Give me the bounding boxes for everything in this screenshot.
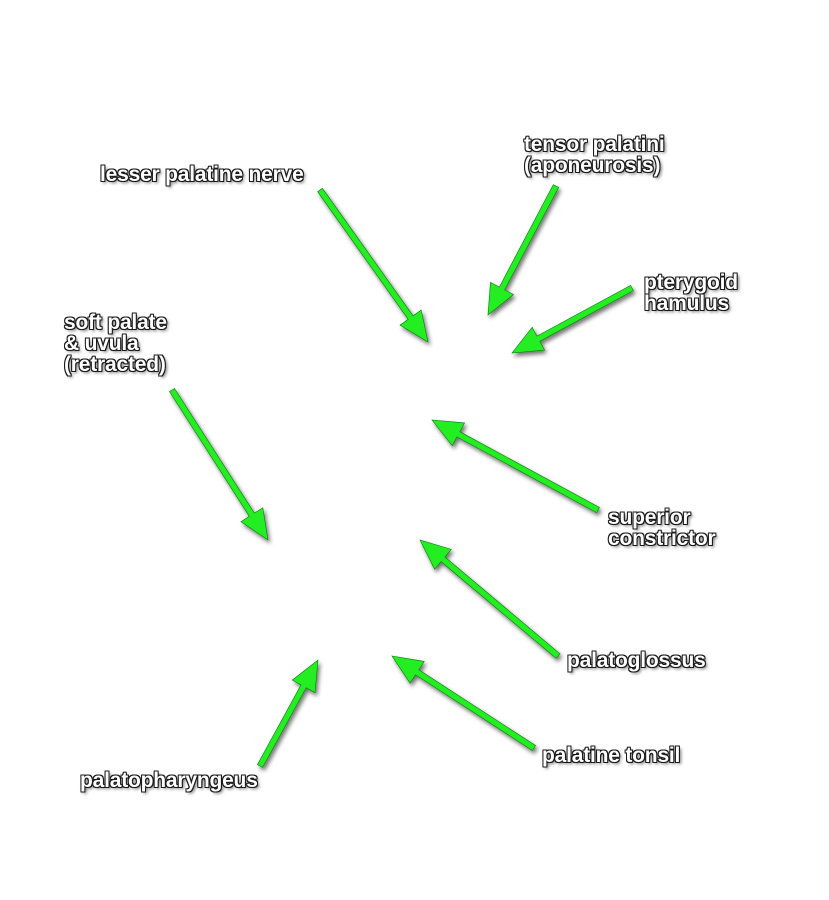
arrow-soft-palate-uvula (169, 387, 269, 541)
label-line: palatoglossus (567, 649, 706, 672)
label-soft-palate-uvula: soft palate & uvula (retracted) (64, 312, 167, 375)
label-palatoglossus: palatoglossus (567, 650, 706, 671)
label-line: (retracted) (64, 353, 166, 376)
label-line: pterygoid (644, 271, 738, 294)
arrow-palatine-tonsil (391, 655, 537, 751)
label-pterygoid-hamulus: pterygoid hamulus (644, 272, 738, 314)
arrow-lesser-palatine-nerve (317, 187, 429, 343)
label-line: hamulus (644, 292, 729, 315)
label-palatopharyngeus: palatopharyngeus (80, 770, 258, 791)
label-line: & uvula (64, 332, 139, 355)
label-lesser-palatine-nerve: lesser palatine nerve (100, 164, 304, 185)
label-line: (aponeurosis) (524, 154, 661, 177)
arrow-palatoglossus (419, 539, 561, 659)
label-line: constrictor (608, 527, 716, 550)
arrow-tensor-palatini (487, 184, 560, 316)
arrow-superior-constrictor (431, 419, 600, 514)
label-tensor-palatini: tensor palatini (aponeurosis) (524, 134, 665, 176)
label-superior-constrictor: superior constrictor (608, 507, 716, 549)
label-line: palatine tonsil (542, 744, 681, 767)
label-line: lesser palatine nerve (100, 163, 304, 186)
arrow-palatopharyngeus (256, 659, 319, 768)
label-line: soft palate (64, 311, 167, 334)
label-line: superior (608, 506, 691, 529)
label-line: tensor palatini (524, 133, 665, 156)
arrow-pterygoid-hamulus (511, 284, 634, 354)
label-line: palatopharyngeus (80, 769, 258, 792)
label-palatine-tonsil: palatine tonsil (542, 745, 680, 766)
